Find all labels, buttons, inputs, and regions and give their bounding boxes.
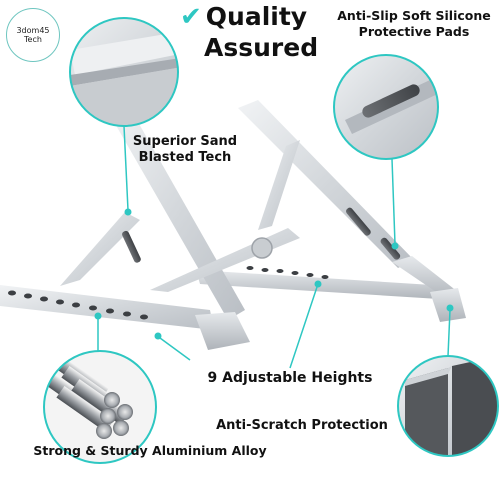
callout-sand-blasted: Superior Sand Blasted Tech [120,134,250,167]
callout-lines [97,125,451,369]
callout-sand-line2: Blasted Tech [138,150,232,166]
rear-top-arm [238,100,414,268]
zoom-aluminium-rods [43,350,157,464]
zoom-sand-blasted [69,17,179,127]
headline-line1: Quality [205,2,308,31]
rear-base-bar [196,270,455,300]
rear-support-arm [258,140,300,230]
callout-antislip: Anti-Slip Soft Silicone Protective Pads [330,8,498,39]
callout-sand-line1: Superior Sand [132,134,238,149]
quality-headline: ✔Quality Assured [180,2,318,63]
headline-line2: Assured [204,33,319,63]
callout-heights: 9 Adjustable Heights [207,370,373,386]
logo-line1: 3dom45 [16,25,50,35]
callout-antislip-line1: Anti-Slip Soft Silicone [337,8,491,23]
zoom-silicone-pads [333,54,439,160]
brand-logo: 3dom45 Tech [6,8,60,62]
front-base-bar [0,285,214,330]
hinge-icon [251,237,273,259]
check-icon: ✔ [180,2,202,32]
callout-anti-scratch: Anti-Scratch Protection [216,418,388,433]
silicone-strip [122,230,141,263]
logo-line2: Tech [24,35,42,44]
callout-alloy: Strong & Sturdy Aluminium Alloy [33,443,267,458]
height-holes [8,290,148,320]
zoom-anti-scratch [397,355,499,457]
callout-antislip-line2: Protective Pads [358,23,470,39]
front-lip [195,312,250,350]
